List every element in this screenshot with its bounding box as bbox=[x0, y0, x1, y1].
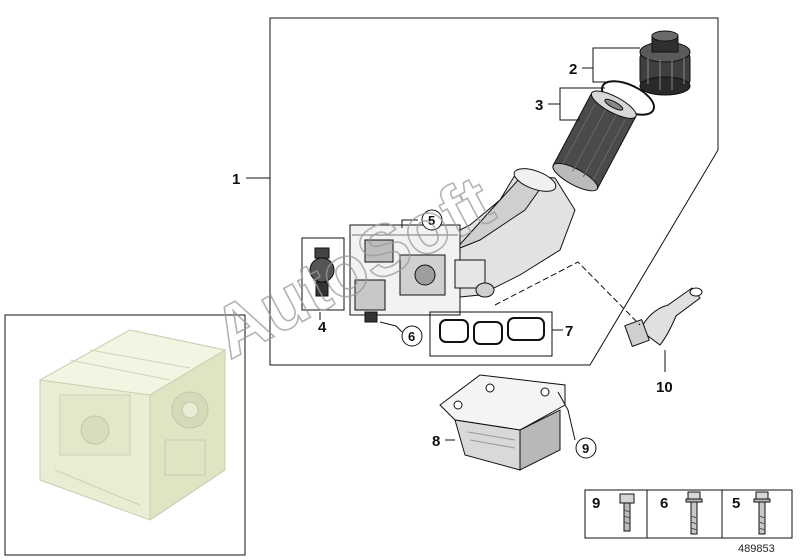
assembly-frame bbox=[269, 17, 719, 366]
diagram-number: 489853 bbox=[738, 543, 775, 555]
callout-2: 2 bbox=[569, 61, 577, 78]
callout-3: 3 bbox=[535, 97, 543, 114]
callout-7: 7 bbox=[565, 323, 573, 340]
oil-cooler bbox=[439, 374, 566, 471]
callout-6: 6 bbox=[408, 329, 415, 344]
oil-filter-element bbox=[552, 90, 637, 192]
legend-number-6: 6 bbox=[660, 495, 668, 512]
callout-9-circle bbox=[575, 437, 597, 459]
fastener-legend: 9 6 5 bbox=[584, 489, 793, 539]
callout-10: 10 bbox=[656, 379, 673, 396]
oil-filter-cap bbox=[639, 30, 691, 96]
engine-block-illustration bbox=[38, 329, 227, 521]
callout-1: 1 bbox=[232, 171, 240, 188]
callout-5: 5 bbox=[428, 213, 435, 228]
callout-8: 8 bbox=[432, 433, 440, 450]
bolt-5-icon bbox=[753, 491, 771, 535]
oil-pressure-switch bbox=[301, 237, 345, 311]
callout-4: 4 bbox=[318, 319, 327, 336]
legend-number-9: 9 bbox=[592, 495, 600, 512]
legend-number-5: 5 bbox=[732, 495, 740, 512]
bolt-9-icon bbox=[619, 493, 635, 532]
callout-6-circle bbox=[401, 325, 423, 347]
callout-5-circle bbox=[421, 209, 443, 231]
bolt-6-icon bbox=[685, 491, 703, 535]
leader-lines bbox=[246, 47, 666, 441]
oil-filter-housing bbox=[349, 168, 576, 323]
gasket-set bbox=[429, 311, 553, 357]
pipe-fitting bbox=[624, 287, 703, 348]
callout-9: 9 bbox=[582, 441, 589, 456]
